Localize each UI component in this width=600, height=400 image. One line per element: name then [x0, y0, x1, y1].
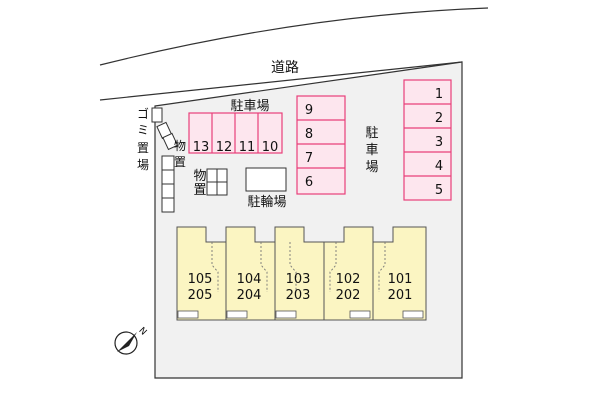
- compass-icon: N: [114, 326, 148, 355]
- parking-space-label: 2: [435, 111, 443, 126]
- unit-104-204: 104 204: [225, 226, 276, 321]
- storage-box: [162, 132, 179, 151]
- unit-number-lower: 203: [286, 288, 311, 303]
- storage-column: [161, 155, 175, 213]
- unit-number-upper: 104: [237, 272, 262, 287]
- unit-number-upper: 102: [336, 272, 361, 287]
- parking-middle: 9 8 7 6: [296, 95, 346, 195]
- trash-label-char: 置: [137, 141, 149, 155]
- parking-right: 1 2 3 4 5: [403, 79, 452, 201]
- unit-number-upper: 105: [188, 272, 213, 287]
- unit-102-202: 102 202: [323, 226, 374, 321]
- unit-105-205: 105 205: [176, 226, 227, 321]
- bicycle-parking: [245, 167, 287, 192]
- unit-103-203: 103 203: [274, 226, 325, 321]
- parking-space-label: 8: [305, 127, 313, 142]
- trash-box: [151, 107, 163, 123]
- unit-number-lower: 201: [388, 288, 413, 303]
- trash-label-char: ミ: [137, 123, 149, 137]
- unit-101-201: 101 201: [372, 226, 427, 321]
- parking-label-top: 駐車場: [230, 99, 269, 114]
- parking-space-label: 11: [239, 140, 256, 155]
- road-label: 道路: [271, 60, 299, 76]
- parking-label-right-char: 車: [365, 143, 378, 158]
- parking-middle-area: [296, 95, 346, 195]
- storage-label-char: 置: [174, 155, 186, 169]
- compass-north-label: N: [136, 326, 148, 338]
- parking-space-label: 4: [435, 159, 443, 174]
- apartment-building: 105 205 104 204 103 203 102 202: [176, 226, 427, 321]
- trash-label-char: ゴ: [137, 106, 149, 121]
- parking-space-label: 7: [305, 151, 313, 166]
- unit-number-upper: 103: [286, 272, 311, 287]
- trash-label-char: 場: [137, 158, 149, 172]
- parking-space-label: 13: [193, 140, 210, 155]
- parking-right-area: [403, 79, 452, 201]
- unit-number-lower: 204: [237, 288, 262, 303]
- parking-space-label: 10: [262, 140, 279, 155]
- parking-label-right-char: 駐: [365, 126, 378, 141]
- parking-top: 13 12 11 10: [188, 112, 283, 155]
- bicycle-parking-label: 駐輪場: [247, 194, 286, 210]
- road-edge-south: [99, 61, 463, 101]
- parking-space-label: 12: [216, 140, 233, 155]
- parking-space-label: 3: [435, 135, 443, 150]
- parking-space-label: 9: [305, 103, 313, 118]
- unit-number-lower: 205: [188, 288, 213, 303]
- unit-number-lower: 202: [336, 288, 361, 303]
- storage-label-char: 置: [193, 183, 206, 198]
- parking-space-label: 5: [435, 183, 443, 198]
- road-edge-north: [99, 7, 489, 66]
- storage-label-char: 物: [193, 169, 206, 184]
- unit-number-upper: 101: [388, 272, 413, 287]
- parking-space-label: 6: [305, 175, 313, 190]
- parking-label-right-char: 場: [365, 160, 378, 175]
- parking-space-label: 1: [435, 87, 443, 102]
- storage-label-char: 物: [174, 139, 186, 153]
